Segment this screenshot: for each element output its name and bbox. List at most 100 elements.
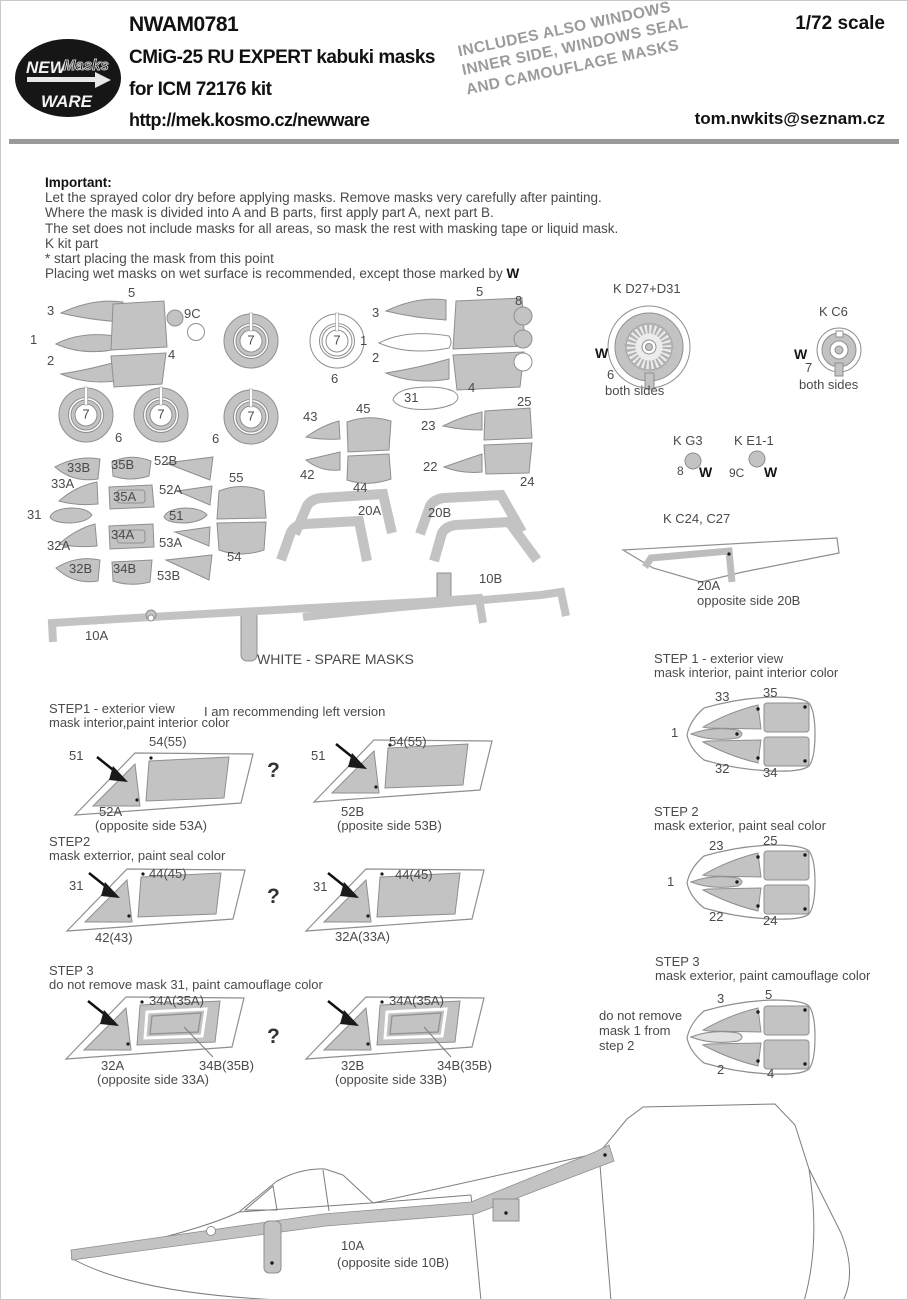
- ring-masks: [58, 312, 365, 445]
- mask-42: [304, 451, 341, 471]
- scale-label: 1/72 scale: [795, 13, 885, 34]
- mask-25: [483, 407, 533, 441]
- kit-part-c24-c27: K C24, C27: [663, 511, 731, 526]
- ring-gray-2: [58, 386, 114, 443]
- label-7: 7: [247, 332, 255, 348]
- step2-right-title: STEP 2: [654, 804, 699, 819]
- aircraft-profile: [70, 1103, 851, 1299]
- note-line: Placing wet masks on wet surface is reco…: [45, 266, 507, 282]
- mask-53b: [164, 554, 213, 581]
- mask-1-spare: [377, 333, 452, 352]
- label-32a-33a: 32A(33A): [335, 929, 390, 944]
- mask-32b: [55, 558, 101, 583]
- mask-34a-inner: [116, 529, 146, 544]
- contact-email: tom.nwkits@seznam.cz: [694, 109, 885, 128]
- label-23: 23: [421, 418, 436, 433]
- mask-51: [163, 507, 208, 524]
- label-20a: 20A: [358, 503, 382, 518]
- label-32: 32: [715, 761, 730, 776]
- opposite-note: (opposite side 33B): [335, 1072, 448, 1087]
- side-masks-grid: [49, 456, 267, 585]
- stripe-tab: [263, 1220, 282, 1274]
- nose-wheel-drawing: [816, 327, 862, 377]
- label-54-55: 54(55): [149, 734, 187, 749]
- logo-new-text: NEW: [26, 58, 68, 77]
- mask-31-spare: [392, 386, 459, 410]
- mask-54: [216, 521, 267, 555]
- label-52a: 52A: [99, 804, 123, 819]
- mask-45: [346, 417, 392, 453]
- label-32b: 32B: [69, 561, 93, 576]
- mask-55: [216, 486, 267, 520]
- label-3: 3: [47, 303, 55, 318]
- step3-note: step 2: [599, 1038, 635, 1053]
- kit-part-e1-1: K E1-1: [734, 433, 774, 448]
- step3-note: do not remove: [599, 1008, 683, 1023]
- ring-gray-1: [223, 312, 279, 369]
- step1-left-title: STEP1 - exterior view: [49, 701, 175, 716]
- label-33a: 33A: [51, 476, 75, 491]
- label-10a: 10A: [341, 1238, 365, 1253]
- label-31: 31: [27, 507, 42, 522]
- label-3: 3: [717, 991, 725, 1006]
- label-32a: 32A: [101, 1058, 125, 1073]
- label-43: 43: [303, 409, 318, 424]
- label-5: 5: [476, 284, 484, 299]
- label-51: 51: [311, 748, 326, 763]
- mask-4b: [452, 351, 525, 391]
- recommend-note: I am recommending left version: [204, 704, 386, 719]
- label-4: 4: [168, 347, 176, 362]
- label-51: 51: [69, 748, 84, 763]
- label-24: 24: [520, 474, 535, 489]
- w-mark: W: [699, 464, 713, 480]
- mask-5: [110, 300, 168, 351]
- label-52b: 52B: [154, 453, 178, 468]
- label-4: 4: [468, 380, 476, 395]
- label-32b: 32B: [341, 1058, 365, 1073]
- strip-10a-hole: [147, 614, 155, 622]
- note-line: Where the mask is divided into A and B p…: [45, 205, 494, 221]
- strip-masks: [47, 572, 570, 662]
- canopy-mask-set-2: [377, 297, 533, 410]
- label-1: 1: [360, 333, 368, 348]
- label-34b: 34B: [113, 561, 137, 576]
- label-9c: 9C: [184, 306, 201, 321]
- mask-44: [346, 453, 392, 484]
- label-34a-35a: 34A(35A): [149, 993, 204, 1008]
- w-mark: W: [595, 345, 609, 361]
- kit-part-drawings: [607, 305, 862, 583]
- note-line: K kit part: [45, 235, 99, 251]
- strip-10b: [302, 587, 570, 621]
- step3-left-title: STEP 3: [49, 963, 94, 978]
- important-notes: Important: Let the sprayed color dry bef…: [45, 175, 618, 281]
- product-code: NWAM0781: [129, 13, 239, 36]
- label-6: 6: [115, 430, 123, 445]
- label-6: 6: [607, 367, 615, 382]
- label-7: 7: [333, 332, 341, 348]
- question-mark: ?: [267, 1025, 280, 1048]
- label-20a: 20A: [697, 578, 721, 593]
- main-wheel-drawing: [607, 305, 691, 390]
- product-subtitle: for ICM 72176 kit: [129, 79, 272, 100]
- logo-ware-text: WARE: [41, 92, 93, 111]
- label-34: 34: [763, 765, 778, 780]
- label-24: 24: [763, 913, 778, 928]
- ring-gray-3: [133, 386, 189, 443]
- label-42-43: 42(43): [95, 930, 133, 945]
- label-20b: 20B: [428, 505, 452, 520]
- kit-part-g3: K G3: [673, 433, 703, 448]
- stripe-block: [492, 1198, 520, 1222]
- label-5: 5: [128, 285, 136, 300]
- label-34b-35b: 34B(35B): [437, 1058, 492, 1073]
- spare-masks-note: WHITE - SPARE MASKS: [257, 651, 414, 667]
- bottom-opposite-note: (opposite side 10B): [337, 1255, 450, 1270]
- label-34a-35a: 34A(35A): [389, 993, 444, 1008]
- label-9c: 9C: [729, 466, 745, 480]
- mask-31g: [49, 507, 93, 524]
- label-51: 51: [169, 508, 184, 523]
- ring-white-spare: [309, 312, 365, 369]
- mask-2b: [384, 358, 450, 382]
- mask-34b: [111, 559, 153, 585]
